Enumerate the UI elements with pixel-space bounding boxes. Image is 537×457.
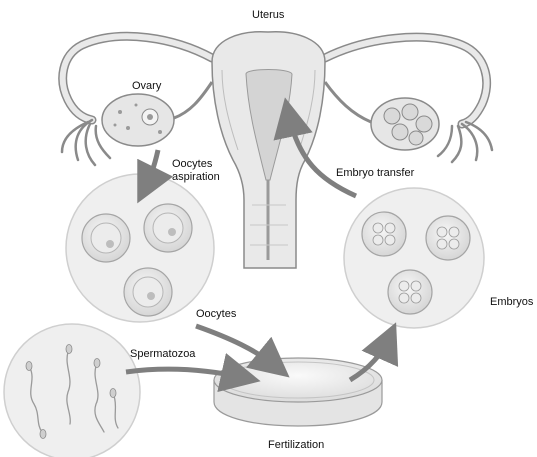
label-ovary: Ovary — [132, 80, 161, 93]
oocyte-cell — [124, 268, 172, 316]
embryo-cell — [426, 216, 470, 260]
label-embryo-transfer: Embryo transfer — [336, 167, 414, 180]
oocyte-cell — [82, 214, 130, 262]
uterus-body — [212, 32, 325, 268]
oocyte-cell — [144, 204, 192, 252]
label-spermatozoa: Spermatozoa — [130, 348, 195, 361]
arrow-oocytes-to-dish — [196, 326, 278, 368]
embryos-panel — [344, 188, 484, 328]
label-uterus: Uterus — [252, 9, 284, 22]
petri-dish — [214, 358, 382, 426]
spermatozoa-panel — [4, 324, 140, 457]
embryo-cell — [388, 270, 432, 314]
label-oocytes: Oocytes — [196, 308, 236, 321]
oocytes-panel — [66, 174, 214, 322]
label-oocytes-aspiration: Oocytes aspiration — [172, 158, 242, 184]
label-fertilization: Fertilization — [268, 439, 324, 452]
embryo-cell — [362, 212, 406, 256]
label-embryos: Embryos — [490, 296, 533, 309]
right-ovary — [325, 82, 439, 150]
